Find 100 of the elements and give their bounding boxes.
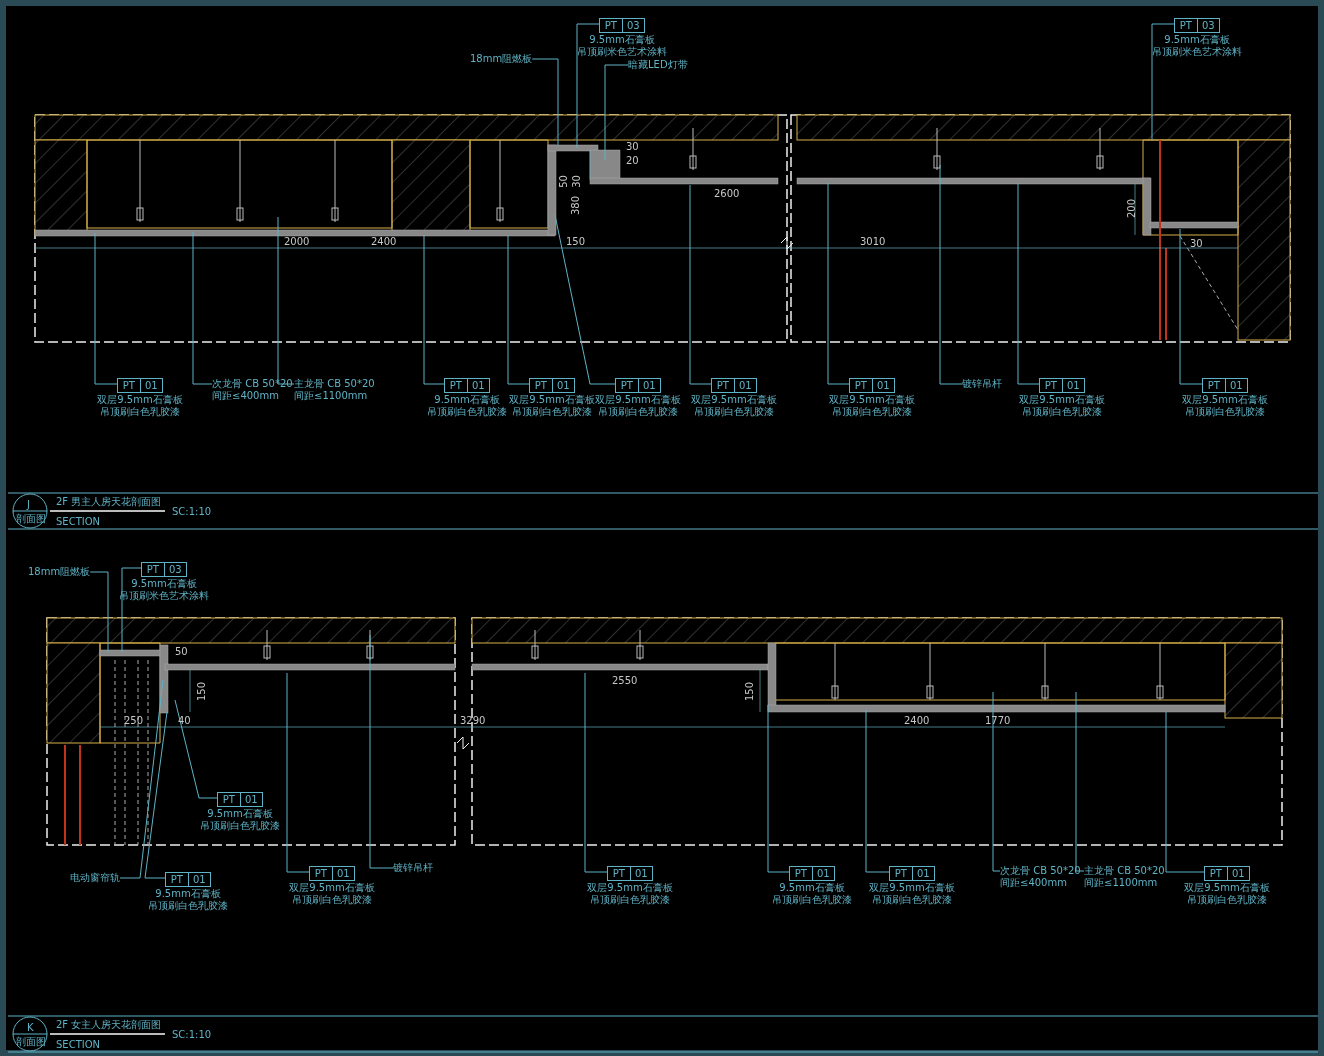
material-tag: PT 01 [1202,378,1248,393]
leader-line [423,234,445,385]
callout-text: 双层9.5mm石膏板 [828,394,916,406]
material-tag: PT 03 [599,18,645,33]
dimension-text: 30 [570,175,582,188]
drawing-title: 2F 男主人房天花剖面图 [56,496,162,507]
callout-text: 间距≤1100mm [294,390,369,402]
dimension-text: 3290 [460,715,486,726]
leader-line [584,672,608,873]
dimension-text: 2000 [284,236,310,247]
dimension-text: 20 [626,155,639,166]
leader-line [121,567,142,653]
callout-text: 双层9.5mm石膏板 [1181,394,1269,406]
callout-text: 双层9.5mm石膏板 [288,882,376,894]
dimension-text: 2600 [714,188,740,199]
material-tag: PT 01 [789,866,835,881]
leader-line [1179,228,1203,385]
section-subtitle: SECTION [56,516,101,527]
finish-callout [584,866,676,906]
callout-text: 双层9.5mm石膏板 [586,882,674,894]
leader-line [767,704,790,873]
leader-line [604,64,629,161]
callout-text: 吊顶刷白色乳胶漆 [1184,406,1266,418]
callout-text: 9.5mm石膏板 [130,578,198,590]
callout-text: 18mm阻燃板 [28,566,91,578]
callout-text: 9.5mm石膏板 [778,882,846,894]
callout-text: 9.5mm石膏板 [588,34,656,46]
material-tag: PT 01 [529,378,575,393]
section-index-letter: J [27,499,30,510]
dimension-text: 30 [626,141,639,152]
leader-line [531,58,559,146]
dimension-text: 200 [1126,198,1138,219]
callout-text: 吊顶刷白色乳胶漆 [1021,406,1103,418]
callout-text: 电动窗帘轨 [70,872,120,884]
section-index-text: 剖面图 [16,513,46,524]
finish-callout [1181,866,1273,906]
callout-text: 双层9.5mm石膏板 [594,394,682,406]
callout-text: 吊顶刷米色艺术涂料 [576,46,668,58]
callout-text: 吊顶刷白色乳胶漆 [1186,894,1268,906]
callout-text: 18mm阻燃板 [470,53,533,65]
material-tag: PT 01 [849,378,895,393]
material-tag: PT 01 [615,378,661,393]
section-subtitle: SECTION [56,1039,101,1050]
callout-text: 9.5mm石膏板 [154,888,222,900]
callout-text: 吊顶刷白色乳胶漆 [199,820,281,832]
dimension-text: 2550 [612,675,638,686]
leader-line [119,679,164,879]
dimension-text: 150 [566,236,586,247]
material-tag: PT 01 [711,378,757,393]
leader-line [992,691,1001,872]
callout-text: 双层9.5mm石膏板 [1018,394,1106,406]
callout-text: 间距≤400mm [212,390,280,402]
callout-text: 双层9.5mm石膏板 [1183,882,1271,894]
callout-text: 吊顶刷白色乳胶漆 [831,406,913,418]
callout-text: 吊顶刷白色乳胶漆 [589,894,671,906]
section-index-letter: K [27,1022,34,1033]
leader-line [507,234,530,385]
leader-line [144,711,168,879]
callout-text: 吊顶刷白色乳胶漆 [426,406,508,418]
finish-callout [94,378,186,418]
material-tag: PT 01 [444,378,490,393]
material-tag: PT 03 [141,562,187,577]
callout-text: 吊顶刷白色乳胶漆 [99,406,181,418]
callout-text: 镀锌吊杆 [393,862,433,874]
section-index-text: 剖面图 [16,1036,46,1047]
callout-text: 吊顶刷米色艺术涂料 [118,590,210,602]
callout-text: 吊顶刷白色乳胶漆 [291,894,373,906]
leader-line [576,23,600,149]
material-tag: PT 01 [117,378,163,393]
material-tag: PT 01 [1204,866,1250,881]
drawing-title: 2F 女主人房天花剖面图 [56,1019,162,1030]
callout-text: 暗藏LED灯带 [628,59,688,71]
leader-line [89,571,109,653]
dimension-text: 50 [175,646,188,657]
leader-line [554,214,616,385]
finish-callout [1179,378,1271,418]
material-tag: PT 01 [1039,378,1085,393]
callout-text: 次龙骨 CB 50*20 [1000,865,1081,877]
dimension-text: 2400 [904,715,930,726]
finish-callout [118,562,210,602]
leader-line [827,182,850,385]
callout-text: 9.5mm石膏板 [206,808,274,820]
finish-callout [1016,378,1108,418]
leader-line [174,699,218,799]
leader-line [1017,182,1040,385]
leader-line [277,216,295,385]
dimension-text: 50 [557,175,569,188]
finish-callout [688,378,780,418]
material-tag: PT 03 [1174,18,1220,33]
leader-line [1075,691,1085,872]
scale-text: SC:1:10 [172,506,212,517]
material-tag: PT 01 [889,866,935,881]
finish-callout [576,18,668,58]
callout-text: 吊顶刷白色乳胶漆 [597,406,679,418]
leader-line [689,184,712,385]
dimension-text: 150 [196,681,208,702]
callout-text: 吊顶刷白色乳胶漆 [511,406,593,418]
finish-callout [1151,18,1243,58]
dimension-text: 150 [744,681,756,702]
callout-text: 双层9.5mm石膏板 [96,394,184,406]
